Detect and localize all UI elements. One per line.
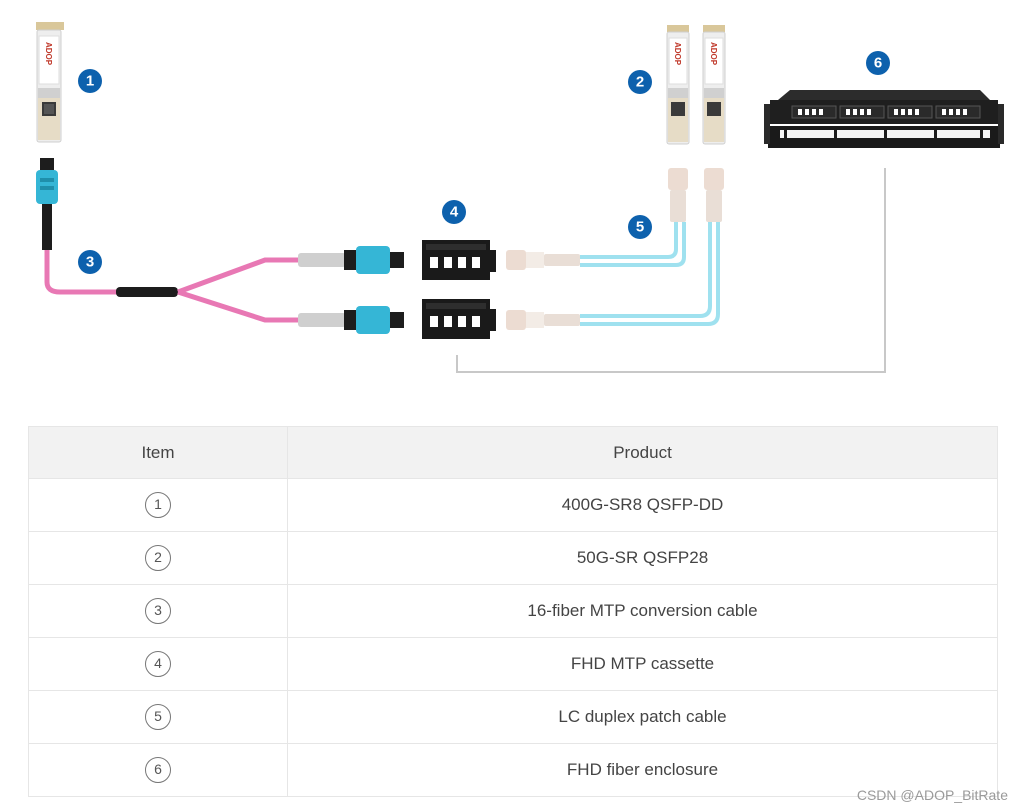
lc-duplex-patch-cable-bottom (506, 168, 724, 330)
callout-6-number: 6 (874, 55, 882, 72)
qsfp28-right-brand-label: ADOP (709, 42, 718, 66)
callout-4: 4 (442, 200, 466, 224)
table-row: 3 16-fiber MTP conversion cable (28, 584, 998, 638)
watermark: CSDN @ADOP_BitRate (856, 787, 1008, 803)
item-number-badge: 5 (145, 704, 171, 730)
callout-6: 6 (866, 51, 890, 75)
qsfp28-transceiver-left: ADOP (666, 25, 690, 145)
product-cell: 400G-SR8 QSFP-DD (287, 478, 998, 532)
fhd-mtp-cassette-bottom (422, 299, 496, 339)
callout-1-number: 1 (86, 73, 94, 90)
item-cell: 4 (28, 637, 288, 691)
item-cell: 2 (28, 531, 288, 585)
fhd-mtp-cassette-top (422, 240, 496, 280)
item-cell: 1 (28, 478, 288, 532)
product-cell: 16-fiber MTP conversion cable (287, 584, 998, 638)
callout-3: 3 (78, 250, 102, 274)
item-number-badge: 1 (145, 492, 171, 518)
item-number-badge: 6 (145, 757, 171, 783)
table-row: 5 LC duplex patch cable (28, 690, 998, 744)
product-cell: 50G-SR QSFP28 (287, 531, 998, 585)
item-number-badge: 3 (145, 598, 171, 624)
table-row: 6 FHD fiber enclosure (28, 743, 998, 797)
item-cell: 3 (28, 584, 288, 638)
callout-4-number: 4 (450, 204, 459, 221)
item-number-badge: 2 (145, 545, 171, 571)
qsfp-dd-transceiver: ADOP (36, 22, 64, 143)
product-column-header: Product (287, 426, 998, 479)
callout-1: 1 (78, 69, 102, 93)
callout-3-number: 3 (86, 254, 94, 271)
item-cell: 6 (28, 743, 288, 797)
product-cell: FHD fiber enclosure (287, 743, 998, 797)
enclosure-leader-line (456, 168, 886, 373)
product-table: Item Product 1 400G-SR8 QSFP-DD 2 50G-SR… (28, 426, 998, 797)
qsfp28-transceiver-right: ADOP (702, 25, 726, 145)
callout-2: 2 (628, 70, 652, 94)
table-row: 4 FHD MTP cassette (28, 637, 998, 691)
item-column-header: Item (28, 426, 288, 479)
mtp-conversion-cable (36, 158, 404, 334)
qsfp-dd-brand-label: ADOP (44, 42, 53, 66)
connectivity-diagram: ADOP (36, 22, 1004, 373)
lc-duplex-patch-cable-top (506, 168, 688, 270)
product-cell: FHD MTP cassette (287, 637, 998, 691)
table-row: 2 50G-SR QSFP28 (28, 531, 998, 585)
callout-5: 5 (628, 215, 652, 239)
table-row: 1 400G-SR8 QSFP-DD (28, 478, 998, 532)
callout-5-number: 5 (636, 219, 644, 236)
qsfp28-left-brand-label: ADOP (673, 42, 682, 66)
item-cell: 5 (28, 690, 288, 744)
item-number-badge: 4 (145, 651, 171, 677)
fhd-fiber-enclosure (764, 90, 1004, 148)
callout-2-number: 2 (636, 74, 644, 91)
product-cell: LC duplex patch cable (287, 690, 998, 744)
table-header-row: Item Product (28, 426, 998, 479)
